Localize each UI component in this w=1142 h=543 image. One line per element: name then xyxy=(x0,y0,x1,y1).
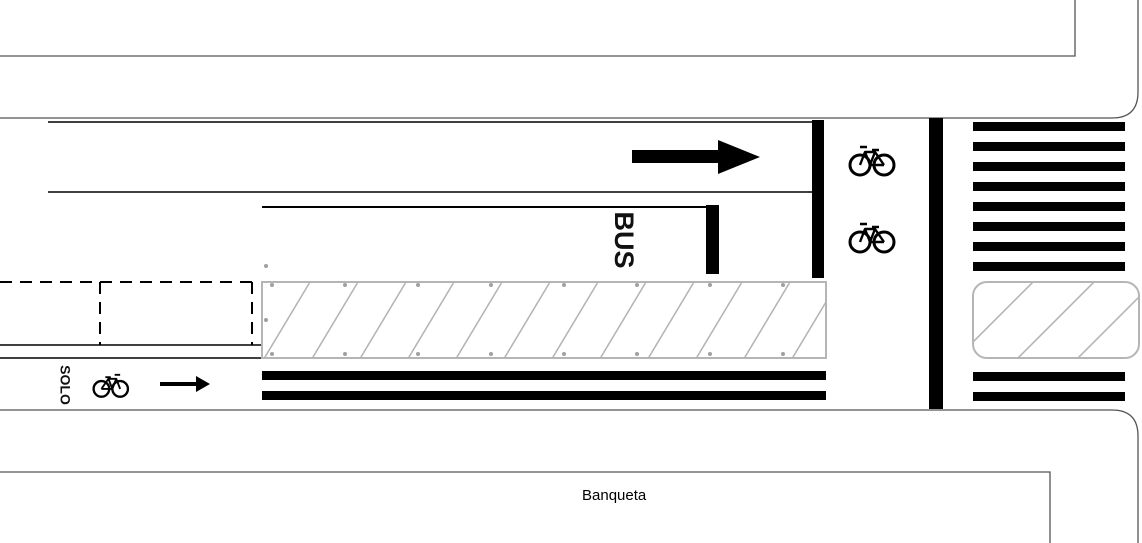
crosswalk xyxy=(973,122,1125,401)
crosswalk-bar xyxy=(973,222,1125,231)
buffer-dot xyxy=(270,352,274,356)
buffer-dot xyxy=(264,318,268,322)
stop-bars xyxy=(706,118,943,409)
crosswalk-bar xyxy=(973,162,1125,171)
arrow-right-icon xyxy=(160,376,210,392)
parking-stalls xyxy=(0,281,253,345)
bicycle-icon xyxy=(848,222,896,254)
buffer-dot xyxy=(416,283,420,287)
arrow-right-icon xyxy=(632,140,760,174)
crosswalk-bar xyxy=(973,372,1125,381)
crosswalk-bar xyxy=(973,182,1125,191)
crosswalk-bar xyxy=(973,392,1125,401)
buffer-dot xyxy=(635,283,639,287)
buffer-dot xyxy=(270,283,274,287)
lane-lines xyxy=(0,121,812,359)
bicycle-icon xyxy=(92,373,130,398)
buffer-dot xyxy=(708,283,712,287)
bike-lane-lines xyxy=(262,371,826,400)
buffer-dots xyxy=(264,264,785,356)
buffer-dot xyxy=(562,352,566,356)
buffer-dot xyxy=(781,283,785,287)
crosswalk-bar xyxy=(973,202,1125,211)
crosswalk-bar xyxy=(973,262,1125,271)
buffer-dot xyxy=(489,352,493,356)
buffer-dot xyxy=(635,352,639,356)
refuge-island xyxy=(972,281,1140,359)
buffer-dot xyxy=(343,283,347,287)
buffer-dot xyxy=(489,283,493,287)
bike-only-marking: SOLO xyxy=(57,365,73,405)
buffer-dot xyxy=(708,352,712,356)
crosswalk-bar xyxy=(973,242,1125,251)
bicycle-icon xyxy=(848,145,896,177)
buffer-dot xyxy=(343,352,347,356)
sidewalk-label: Banqueta xyxy=(582,487,647,504)
bottom-block xyxy=(0,409,1139,543)
buffer-dot xyxy=(781,352,785,356)
crosswalk-bar xyxy=(973,122,1125,131)
hatched-buffer xyxy=(261,281,827,359)
buffer-dot xyxy=(416,352,420,356)
buffer-dot xyxy=(562,283,566,287)
buffer-dot xyxy=(264,264,268,268)
bus-lane-marking: BUS xyxy=(609,211,639,268)
top-block xyxy=(0,0,1139,119)
crosswalk-bar xyxy=(973,142,1125,151)
